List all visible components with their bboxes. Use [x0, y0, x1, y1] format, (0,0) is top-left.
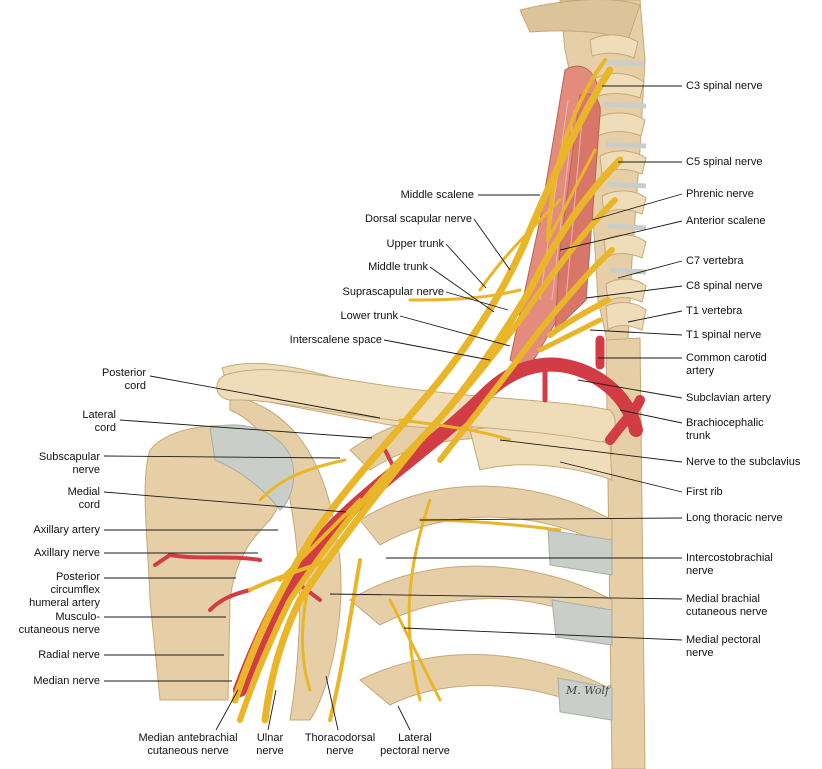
label-subclavian-artery: Subclavian artery: [686, 392, 771, 404]
label-ulnar-nerve: Ulnar nerve: [256, 732, 284, 757]
label-posterior-cord: Posterior cord: [101, 367, 146, 392]
label-dorsal-scapular-nerve: Dorsal scapular nerve: [365, 213, 472, 225]
label-t1-vertebra: T1 vertebra: [686, 305, 743, 317]
label-medial-brachial-cutaneous-nerve: Medial brachial cutaneous nerve: [686, 593, 768, 618]
label-t1-spinal-nerve: T1 spinal nerve: [686, 329, 762, 341]
label-medial-cord: Medial cord: [67, 486, 100, 511]
humerus: [144, 424, 295, 701]
svg-text:M. Wolf: M. Wolf: [565, 684, 611, 697]
label-axillary-nerve: Axillary nerve: [33, 547, 100, 559]
label-intercostobrachial-nerve: Intercostobrachial nerve: [686, 552, 773, 577]
leader-lines: [103, 85, 683, 731]
label-posterior-circumflex-humeral-artery: Posterior circumflex humeral artery: [29, 571, 100, 609]
arteries: [153, 335, 645, 697]
label-c8-spinal-nerve: C8 spinal nerve: [686, 280, 763, 292]
label-middle-scalene: Middle scalene: [400, 189, 474, 201]
label-upper-trunk: Upper trunk: [386, 238, 444, 250]
label-median-antebrachial-cutaneous-nerve: Median antebrachial cutaneous nerve: [138, 732, 238, 757]
label-lower-trunk: Lower trunk: [340, 310, 398, 322]
nerves: [231, 58, 624, 724]
label-lateral-pectoral-nerve: Lateral pectoral nerve: [380, 732, 450, 757]
label-axillary-artery: Axillary artery: [33, 524, 100, 536]
label-radial-nerve: Radial nerve: [38, 649, 100, 661]
label-common-carotid-artery: Common carotid artery: [686, 352, 767, 377]
label-medial-pectoral-nerve: Medial pectoral nerve: [686, 634, 761, 659]
label-musculocutaneous-nerve: Musculo- cutaneous nerve: [18, 611, 100, 636]
label-c3-spinal-nerve: C3 spinal nerve: [686, 80, 763, 92]
label-subscapular-nerve: Subscapular nerve: [38, 451, 100, 476]
label-c7-vertebra: C7 vertebra: [686, 255, 744, 267]
rib-cage: [349, 409, 613, 721]
artist-signature: M. Wolf: [565, 684, 611, 697]
label-suprascapular-nerve: Suprascapular nerve: [342, 286, 444, 298]
label-phrenic-nerve: Phrenic nerve: [686, 188, 754, 200]
label-lateral-cord: Lateral cord: [82, 409, 116, 434]
label-long-thoracic-nerve: Long thoracic nerve: [686, 512, 783, 524]
label-median-nerve: Median nerve: [33, 675, 100, 687]
label-nerve-to-subclavius: Nerve to the subclavius: [686, 456, 801, 468]
label-c5-spinal-nerve: C5 spinal nerve: [686, 156, 763, 168]
label-middle-trunk: Middle trunk: [368, 261, 428, 273]
label-interscalene-space: Interscalene space: [289, 334, 382, 346]
label-first-rib: First rib: [686, 486, 723, 498]
label-brachiocephalic-trunk: Brachiocephalic trunk: [686, 417, 764, 442]
label-thoracodorsal-nerve: Thoracodorsal nerve: [304, 732, 376, 757]
label-anterior-scalene: Anterior scalene: [686, 215, 766, 227]
